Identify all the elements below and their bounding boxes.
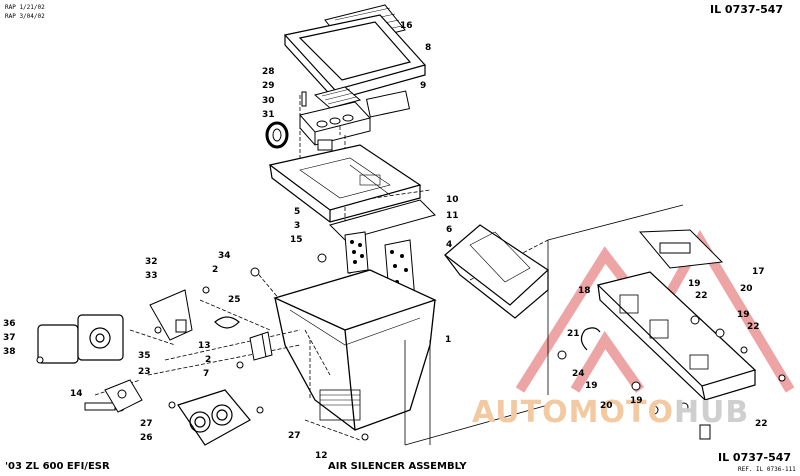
clip-part-21 [580,327,601,351]
callout-label: 24 [572,369,585,379]
upper-housing-part-5 [268,144,422,223]
bracket-part-13 [249,331,273,361]
foam-panel-part-3 [344,231,369,274]
callout-label: 1 [445,335,452,345]
washer-icon [679,402,689,412]
callout-label: 16 [400,21,413,31]
callout-label: 19 [585,381,598,391]
callout-label: 12 [315,451,328,461]
washer-icon [690,315,700,325]
callout-label: 36 [3,319,16,329]
callout-label: 4 [446,240,453,250]
grate-part-28 [313,86,362,109]
foam-pad-part-9 [365,90,411,118]
callout-label: 22 [695,291,708,301]
revision-note-2: RAP 3/04/02 [5,13,45,20]
nut-icon [236,361,244,369]
callout-label: 38 [3,347,16,357]
bolt-icon [301,91,307,107]
intake-scoop-part-11 [444,224,549,319]
gasket-part [317,139,333,151]
callout-label: 29 [262,81,275,91]
reference-number: REF. IL 0736-111 [738,466,796,473]
panel-part-17 [638,229,724,269]
intake-boot-part-26 [177,389,251,446]
illustration-number-bottom: IL 0737-547 [718,451,792,464]
callout-label: 19 [688,279,701,289]
callout-label: 25 [228,295,241,305]
callout-label: 31 [262,110,275,120]
nut-icon [202,286,210,294]
washer-icon [631,381,641,391]
throttle-body-part-36 [37,314,124,364]
assembly-title: AIR SILENCER ASSEMBLY [328,461,467,472]
callout-label: 17 [752,267,765,277]
callout-label: 10 [446,195,459,205]
callout-label: 13 [198,341,211,351]
nut-icon [168,401,176,409]
callout-label: 22 [755,419,768,429]
illustration-number-top: IL 0737-547 [710,3,784,16]
watermark-brand: AUTOMOTOHUB [472,395,750,430]
callout-label: 19 [737,310,750,320]
callout-label: 27 [140,419,153,429]
nut-icon [256,406,264,414]
callout-label: 11 [446,211,459,221]
callout-label: 5 [294,207,301,217]
washer-icon [778,374,786,382]
model-label: '03 ZL 600 EFI/ESR [5,461,110,472]
callout-label: 15 [290,235,303,245]
callout-label: 19 [630,396,643,406]
nut-icon [154,326,162,334]
callout-label: 9 [420,81,427,91]
callout-label: 8 [425,43,432,53]
airbox-part-1 [273,269,437,431]
callout-label: 30 [262,96,275,106]
callout-label: 21 [567,329,580,339]
callout-label: 3 [294,221,301,231]
intake-block-part-30 [299,101,371,146]
seal-ring-part-31 [265,121,289,149]
nut-icon [250,267,260,277]
fastener-icons [36,91,786,441]
washer-icon [740,346,748,354]
bracket-part-32 [149,289,193,341]
callout-label: 26 [140,433,153,443]
gasket-part-6 [329,199,436,241]
callout-label: 34 [218,251,231,261]
washer-icon [715,328,725,338]
callout-label: 22 [747,322,760,332]
callout-label: 32 [145,257,158,267]
callout-label: 35 [138,351,151,361]
callout-label: 20 [740,284,753,294]
callout-label: 7 [203,369,210,379]
nut-icon [36,356,44,364]
callout-label: 2 [205,355,212,365]
revision-note-1: RAP 1/21/02 [5,4,45,11]
washer-icon [649,405,659,415]
nut-icon [361,433,369,441]
callout-label: 33 [145,271,158,281]
washer-icon [557,350,567,360]
nut-icon [317,253,327,263]
callout-label: 27 [288,431,301,441]
callout-label: 18 [578,286,591,296]
callout-label: 28 [262,67,275,77]
callout-label: 37 [3,333,16,343]
connector-part-23 [104,379,143,413]
bolt-icon [699,424,711,440]
callout-label: 6 [446,225,453,235]
callout-label: 2 [212,265,219,275]
boundary-lines [404,204,684,446]
clamp-part-25 [214,316,240,329]
callout-label: 14 [70,389,83,399]
callout-label: 20 [600,401,613,411]
duct-part-18 [596,271,757,401]
callout-label: 23 [138,367,151,377]
